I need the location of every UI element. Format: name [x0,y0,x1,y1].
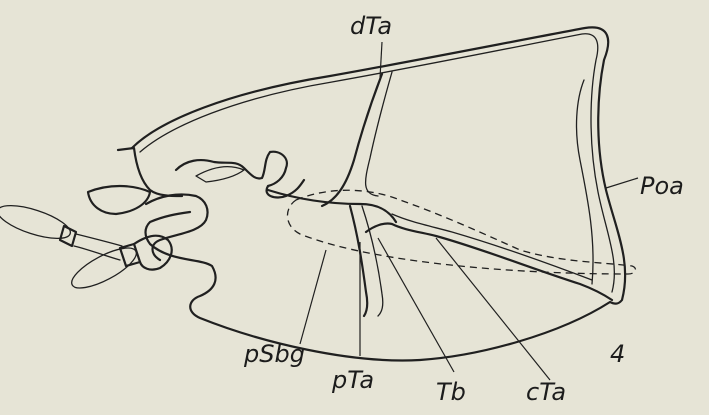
tentorial-bridge [366,223,612,300]
anterior-tentorial-arm [350,206,367,316]
leader-Tb [378,238,454,372]
antenna-ring-lower [120,244,140,266]
leader-cTa [436,238,550,380]
maxillary-palp [88,186,150,214]
antenna-terminal-segment-upper [0,199,74,245]
mandible-plate [196,167,244,182]
mouthpart-zigzag-upper [176,152,304,198]
label-Poa: Poa [640,172,684,200]
dorsal-tentorial-arm-inner [366,72,392,196]
label-pSbg: pSbg [243,340,305,368]
mouthpart-zigzag-lower [146,194,208,260]
frontal-process [118,148,182,196]
label-pTa: pTa [331,366,374,394]
label-dTa: dTa [350,12,392,40]
leader-pSbg [300,250,326,344]
antenna-shaft [74,234,122,260]
dorsal-tentorial-arm [322,74,382,206]
anterior-tentorial-arm-inner [362,206,383,316]
label-Tb: Tb [436,378,466,406]
tentorial-crossbar [268,190,396,222]
leader-Poa [606,178,638,188]
label-cTa: cTa [526,378,566,406]
antenna-terminal-segment-lower [67,241,142,296]
corpotentorium-line [392,214,592,280]
figure-number: 4 [610,340,625,368]
head-capsule-inner-wall [140,34,614,292]
